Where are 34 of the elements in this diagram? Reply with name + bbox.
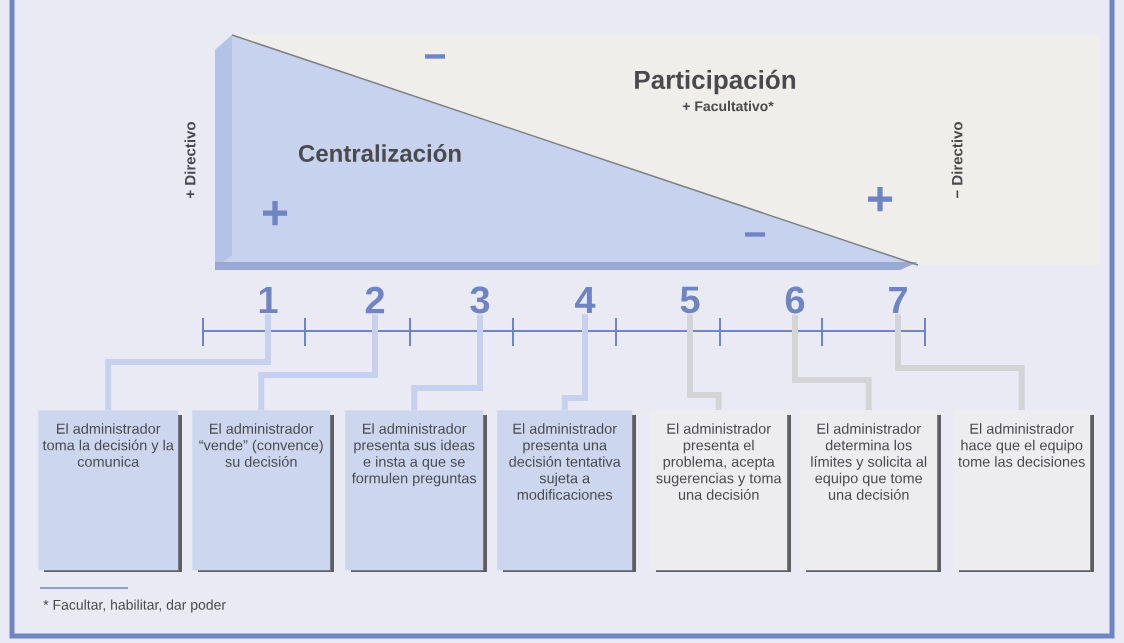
scale-number: 2	[365, 286, 385, 314]
minus-sign: −	[425, 54, 446, 59]
connector	[895, 314, 1025, 410]
axis-label: − Directivo	[951, 122, 963, 198]
statement-box: El administrador presenta el problema, acepta sugerencias y toma una decisión	[650, 410, 791, 572]
plus-sign: +	[263, 200, 288, 226]
zone-sublabel: + Facultativo*	[682, 100, 774, 112]
zone-label: Participación	[635, 69, 796, 95]
node-label: El administrador presenta el problema, acepta sugerencias y toma una decisión	[656, 423, 782, 500]
connector	[258, 314, 378, 410]
statement-box: El administrador determina los límites y solicita al equipo que tome una decisión	[800, 410, 941, 572]
scale-number: 3	[470, 286, 490, 314]
statement-box: El administrador “vende” (convence) su decisión	[192, 410, 334, 572]
connector	[411, 314, 483, 410]
connector	[687, 314, 722, 410]
statement-box: El administrador presenta una decisión tentativa sujeta a modificaciones	[497, 410, 636, 572]
connector	[561, 314, 588, 410]
node-label: El administrador hace que el equipo tome las decisiones	[958, 423, 1085, 467]
scale-number: 6	[785, 286, 805, 314]
scale-number: 1	[259, 286, 278, 314]
connector	[105, 314, 271, 410]
scale-number: 4	[575, 286, 596, 314]
scale-number: 7	[889, 286, 907, 314]
statement-box: El administrador hace que el equipo tome las decisiones	[953, 410, 1094, 572]
connector	[792, 314, 872, 410]
plus-sign: +	[868, 186, 893, 212]
statement-box: El administrador presenta sus ideas e insta a que se formulen preguntas	[345, 410, 487, 572]
axis-label: + Directivo	[184, 122, 196, 198]
scale-number: 5	[680, 286, 700, 314]
node-label: El administrador determina los límites y solicita al equipo que tome una decisión	[811, 423, 927, 500]
footnote: * Facultar, habilitar, dar poder	[43, 599, 226, 613]
statement-box: El administrador toma la decisión y la comunica	[38, 410, 182, 572]
minus-sign: −	[745, 232, 766, 237]
zone-label: Centralización	[298, 144, 461, 162]
